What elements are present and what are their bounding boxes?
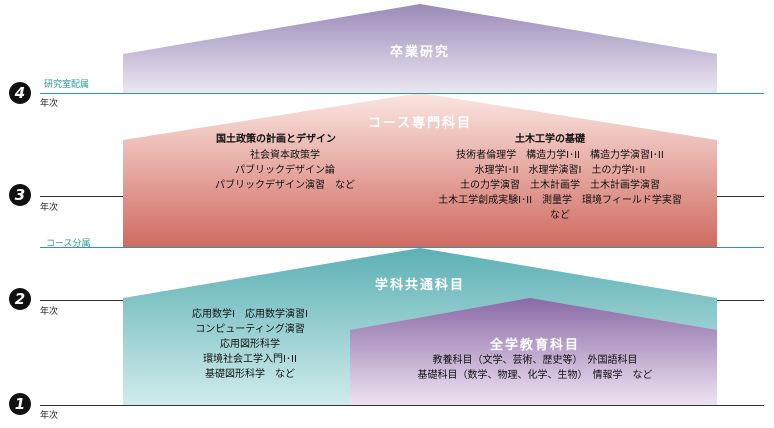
list-item: 環境社会工学入門I･II: [203, 354, 297, 365]
list-item: 技術者倫理学 構造力学I･II 構造力学演習I･II: [456, 150, 664, 161]
year-2-badge: 2: [9, 288, 31, 310]
year2-line-right: [717, 300, 764, 301]
list-item: 水理学I･II 水理学演習I 土の力学I･II: [474, 165, 646, 176]
course-tier-shape: [123, 93, 717, 248]
list-item: 土の力学演習 土木計画学 土木計画学演習: [460, 180, 660, 191]
list-item: 応用数学I 応用数学演習I: [192, 309, 308, 320]
policy-group-heading: 国土政策の計画とデザイン: [216, 134, 336, 145]
year3-line-left: [40, 196, 123, 197]
list-item: パブリックデザイン論: [235, 165, 335, 176]
lab-assignment-line: [40, 93, 764, 94]
list-item: パブリックデザイン演習 など: [215, 180, 355, 191]
civil-group-list: 技術者倫理学 構造力学I･II 構造力学演習I･II 水理学I･II 水理学演習…: [405, 148, 715, 223]
course-assignment-label: コース分属: [46, 239, 91, 249]
lab-assignment-label: 研究室配属: [44, 80, 90, 90]
year2-line-left: [40, 300, 123, 301]
graduation-tier-title: 卒業研究: [389, 45, 450, 60]
university-tier-title: 全学教育科目: [489, 338, 580, 353]
policy-group-list: 社会資本政策学 パブリックデザイン論 パブリックデザイン演習 など: [200, 148, 370, 193]
list-item: 基礎科目（数学、物理、化学、生物） 情報学 など: [417, 370, 653, 381]
list-item: コンピューティング演習: [195, 324, 305, 335]
course-assignment-line: [40, 247, 764, 248]
list-item: 土木工学創成実験I･II 測量学 環境フィールド学実習: [438, 195, 682, 206]
list-item: 教養科目（文学、芸術、歴史等） 外国語科目: [432, 355, 638, 366]
list-item: 社会資本政策学: [250, 150, 320, 161]
department-tier-title: 学科共通科目: [374, 278, 465, 293]
year-1-badge: 1: [9, 393, 31, 415]
list-item: 基礎図形科学 など: [205, 369, 295, 380]
university-tier-shape: [350, 298, 717, 405]
year-2-label: 年次: [40, 307, 59, 317]
year-3-badge: 3: [9, 184, 31, 206]
list-item: 応用図形科学: [220, 339, 280, 350]
year1-line: [40, 405, 764, 406]
year-3-label: 年次: [40, 203, 59, 213]
graduation-tier-shape: [123, 4, 717, 93]
list-item: など: [550, 210, 570, 221]
year-4-badge: 4: [9, 82, 31, 104]
civil-group-heading: 土木工学の基礎: [515, 134, 585, 145]
university-course-list: 教養科目（文学、芸術、歴史等） 外国語科目 基礎科目（数学、物理、化学、生物） …: [385, 353, 685, 383]
year-4-label: 年次: [40, 99, 59, 109]
year3-line-right: [717, 196, 764, 197]
course-tier-title: コース専門科目: [367, 116, 473, 131]
year-1-label: 年次: [40, 411, 59, 421]
department-course-list: 応用数学I 応用数学演習I コンピューティング演習 応用図形科学 環境社会工学入…: [160, 307, 340, 382]
